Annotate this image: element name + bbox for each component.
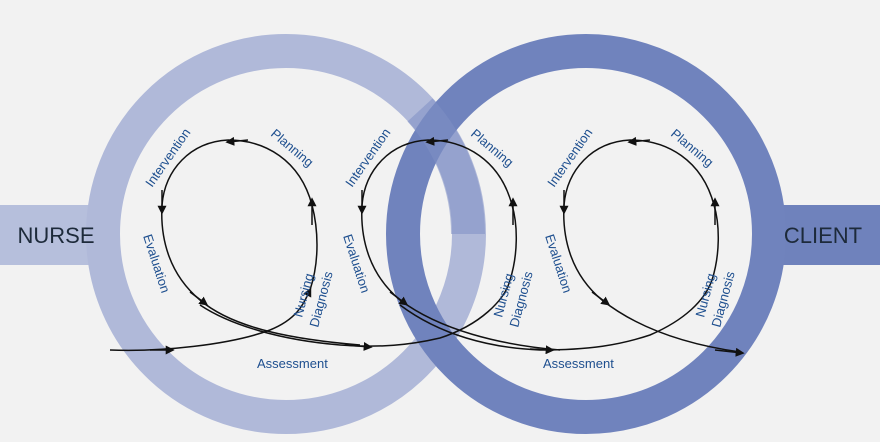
cycle-1-loop xyxy=(161,139,361,346)
ring-overlap xyxy=(407,98,486,235)
assessment-label-2: Assessment xyxy=(543,356,614,371)
cycle-2-arrow-left xyxy=(425,136,449,146)
connector-1 xyxy=(199,279,511,347)
client-ring xyxy=(386,34,786,434)
cycle-2-arrow-right xyxy=(389,291,409,306)
cycle-1-evaluation-label: Evaluation xyxy=(140,232,173,294)
final-arrow xyxy=(714,347,745,357)
cycle-1-arrow-left xyxy=(225,136,249,146)
cycle-1-planning-label: Planning xyxy=(268,126,316,170)
cycle-3-planning-label: Planning xyxy=(668,126,716,170)
cycle-1-arrow-right xyxy=(189,291,209,306)
client-tab xyxy=(770,205,880,265)
cycle-3-evaluation-label: Evaluation xyxy=(542,232,575,294)
assessment-flow-arrow xyxy=(109,287,312,352)
client-label: CLIENT xyxy=(784,223,862,248)
cycle-3-arrow-left xyxy=(627,136,651,146)
cycle-2-evaluation-label: Evaluation xyxy=(340,232,373,294)
cycle-3-arrow-right xyxy=(591,291,611,306)
connector-2 xyxy=(399,279,713,351)
assessment-label-1: Assessment xyxy=(257,356,328,371)
connector-2-arrow xyxy=(529,345,555,355)
connector-1-arrow xyxy=(344,342,373,351)
cycle-2-planning-label: Planning xyxy=(468,126,516,170)
nurse-label: NURSE xyxy=(17,223,94,248)
